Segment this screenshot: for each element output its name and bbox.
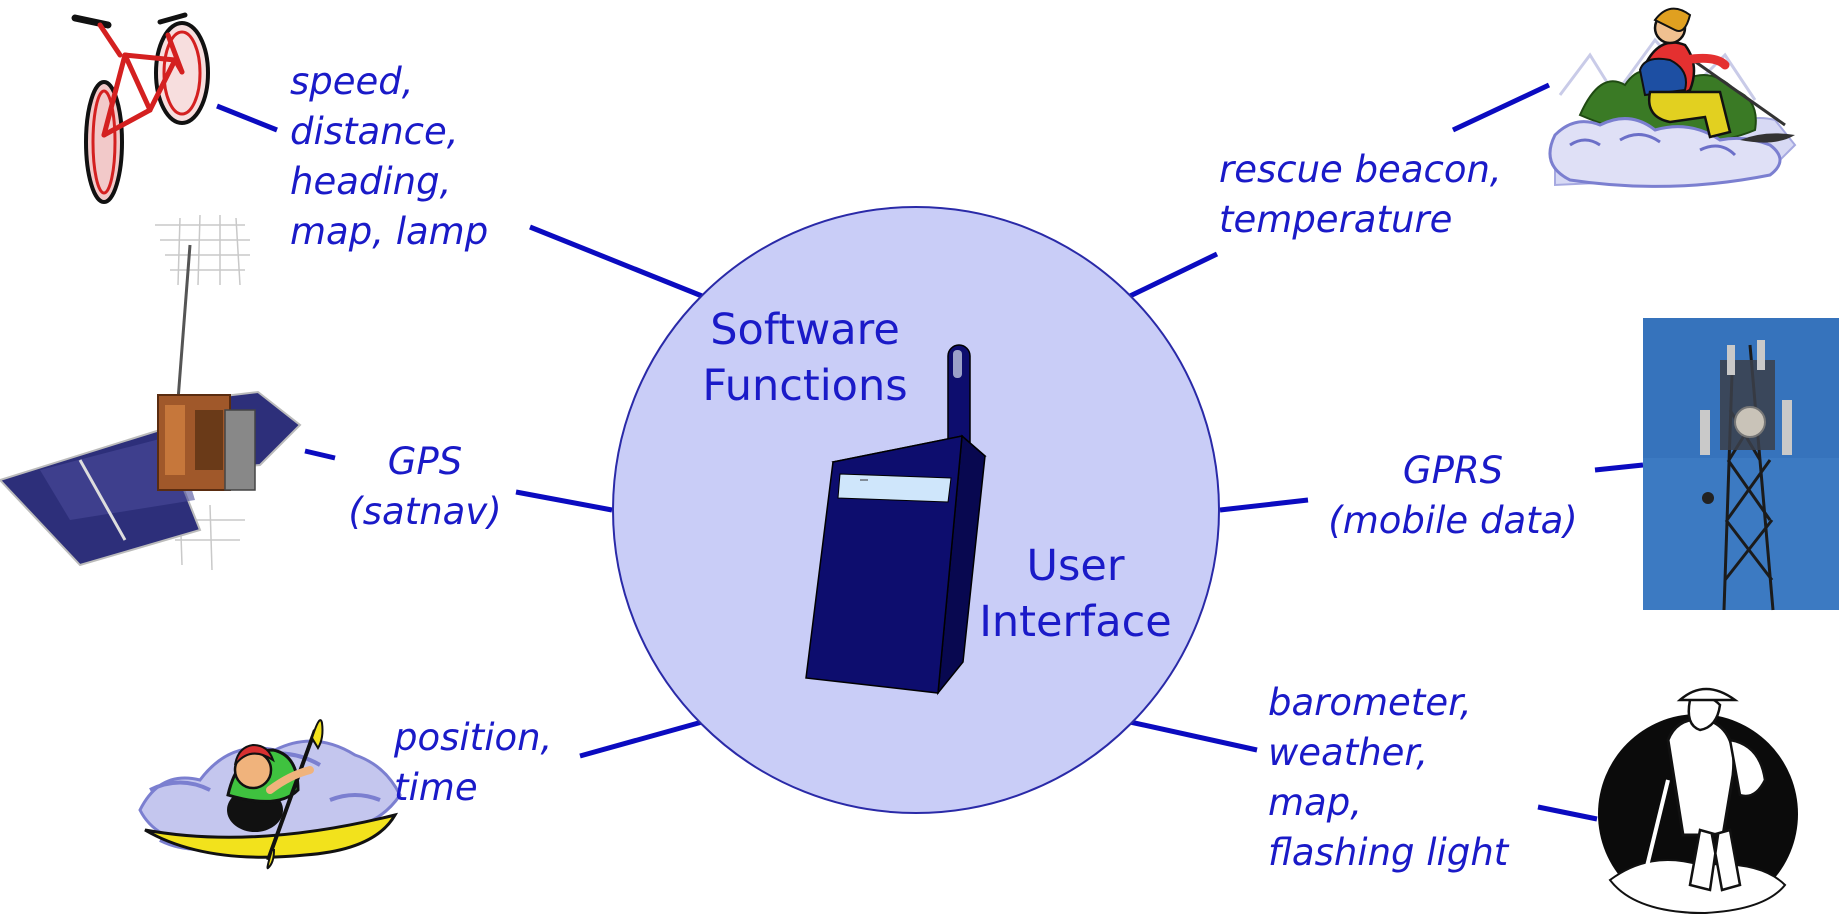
- connector-kayak: [579, 719, 703, 759]
- handheld-device-icon: [805, 344, 987, 696]
- position-time-label: position, time: [394, 716, 553, 809]
- cell-tower-icon: [1643, 318, 1839, 611]
- connector-satellite-left: [304, 448, 336, 461]
- connector-bike-upper: [216, 103, 278, 133]
- user-interface-label: User Interface: [979, 541, 1172, 647]
- gprs-label: GPRS (mobile data): [1328, 449, 1578, 542]
- software-functions-label: Software Functions: [702, 305, 908, 411]
- connector-tower-left: [1219, 497, 1309, 513]
- connector-hiker-lower: [1537, 804, 1598, 822]
- bike-functions-label: speed, distance, heading, map, lamp: [290, 60, 489, 253]
- satellite-icon: [0, 214, 302, 571]
- connector-bike-lower: [529, 224, 703, 299]
- connector-skier-lower: [1128, 251, 1219, 299]
- kayaker-icon: [138, 719, 402, 870]
- connector-satellite-right: [515, 489, 613, 513]
- bicycle-icon: [71, 12, 210, 204]
- skier-icon: [1548, 7, 1797, 188]
- connector-tower-right: [1594, 462, 1644, 473]
- gps-label: GPS (satnav): [348, 440, 502, 533]
- rescue-beacon-label: rescue beacon, temperature: [1219, 148, 1502, 241]
- connector-skier-upper: [1451, 82, 1551, 133]
- connector-hiker-upper: [1129, 719, 1258, 753]
- connector-lines: [216, 82, 1644, 822]
- hiker-icon: [1598, 687, 1798, 915]
- hiker-functions-label: barometer, weather, map, flashing light: [1268, 681, 1509, 874]
